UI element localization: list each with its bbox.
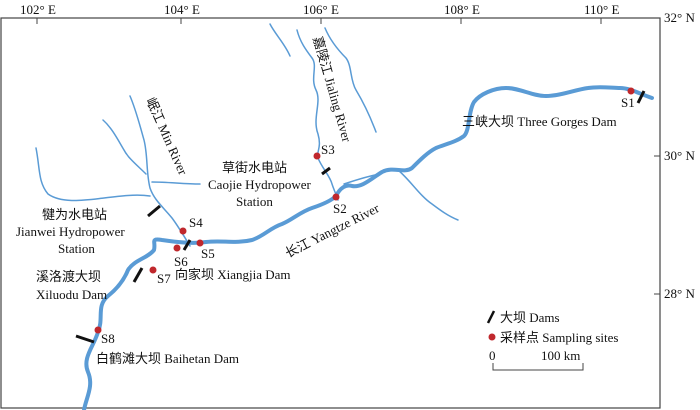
- legend-sampling-label: 采样点 Sampling sites: [500, 330, 618, 345]
- lon-label-102: 102° E: [20, 2, 56, 17]
- legend-dams-label: 大坝 Dams: [500, 310, 560, 325]
- min-tributary-1: [102, 119, 147, 175]
- site-s3-marker: [313, 152, 321, 160]
- site-s7-label: S7: [157, 271, 171, 286]
- dam-baihetan: [75, 334, 95, 344]
- min-tributary-3: [151, 181, 201, 185]
- min-river-line: [129, 95, 191, 247]
- lon-label-106: 106° E: [303, 2, 339, 17]
- min-tributary-2: [35, 147, 151, 202]
- jianwei-label-2: Jianwei Hydropower: [16, 224, 125, 239]
- map-frame: [0, 17, 661, 409]
- scale-bar: [492, 363, 584, 371]
- jialing-tributary-line: [269, 23, 291, 57]
- dam-jianwei: [147, 204, 161, 218]
- site-s4-label: S4: [189, 215, 203, 230]
- three-gorges-label: 三峡大坝 Three Gorges Dam: [462, 114, 617, 129]
- baihetan-label: 白鹤滩大坝 Baihetan Dam: [96, 351, 239, 366]
- latitude-ticks: [654, 17, 660, 295]
- dam-three-gorges: [636, 90, 646, 104]
- site-s4-marker: [179, 227, 187, 235]
- lon-label-110: 110° E: [584, 2, 619, 17]
- dam-caojie: [321, 166, 331, 176]
- lat-label-28: 28° N: [664, 286, 695, 301]
- dam-xiluodu: [132, 267, 144, 283]
- east-tributary-line: [397, 169, 459, 221]
- scale-start-label: 0: [489, 348, 496, 363]
- xiluodu-label-2: Xiluodu Dam: [36, 287, 107, 302]
- caojie-label-2: Caojie Hydropower: [208, 177, 312, 192]
- lon-label-108: 108° E: [444, 2, 480, 17]
- jianwei-label-1: 犍为水电站: [42, 207, 107, 222]
- site-s7-marker: [149, 266, 157, 274]
- site-s1-label: S1: [621, 95, 635, 110]
- site-s5-marker: [196, 239, 204, 247]
- jialing-river-line: [296, 29, 339, 201]
- longitude-ticks: [36, 18, 602, 24]
- site-s6-marker: [173, 244, 181, 252]
- lat-label-32: 32° N: [664, 10, 695, 25]
- xiangjia-label: 向家坝 Xiangjia Dam: [175, 267, 291, 282]
- site-s2-label: S2: [333, 201, 347, 216]
- site-s8-label: S8: [101, 331, 115, 346]
- legend-site-icon: [488, 333, 496, 341]
- site-s6-label: S6: [174, 254, 188, 269]
- lat-label-30: 30° N: [664, 148, 695, 163]
- site-s2-marker: [332, 193, 340, 201]
- site-s8-marker: [94, 326, 102, 334]
- legend-dam-icon: [486, 310, 496, 324]
- site-s5-label: S5: [201, 246, 215, 261]
- jianwei-label-3: Station: [58, 241, 95, 256]
- legend: 大坝 Dams 采样点 Sampling sites 0 100 km: [486, 310, 618, 371]
- scale-end-label: 100 km: [541, 348, 580, 363]
- caojie-label-3: Station: [236, 194, 273, 209]
- dam-xiangjia: [182, 239, 192, 251]
- jialing-east-branch: [324, 27, 377, 133]
- lon-label-104: 104° E: [164, 2, 200, 17]
- caojie-label-1: 草街水电站: [222, 160, 287, 175]
- site-s3-label: S3: [321, 142, 335, 157]
- xiluodu-label-1: 溪洛渡大坝: [36, 269, 101, 284]
- site-s1-marker: [627, 87, 635, 95]
- min-river-label: 岷江 Min River: [143, 95, 191, 178]
